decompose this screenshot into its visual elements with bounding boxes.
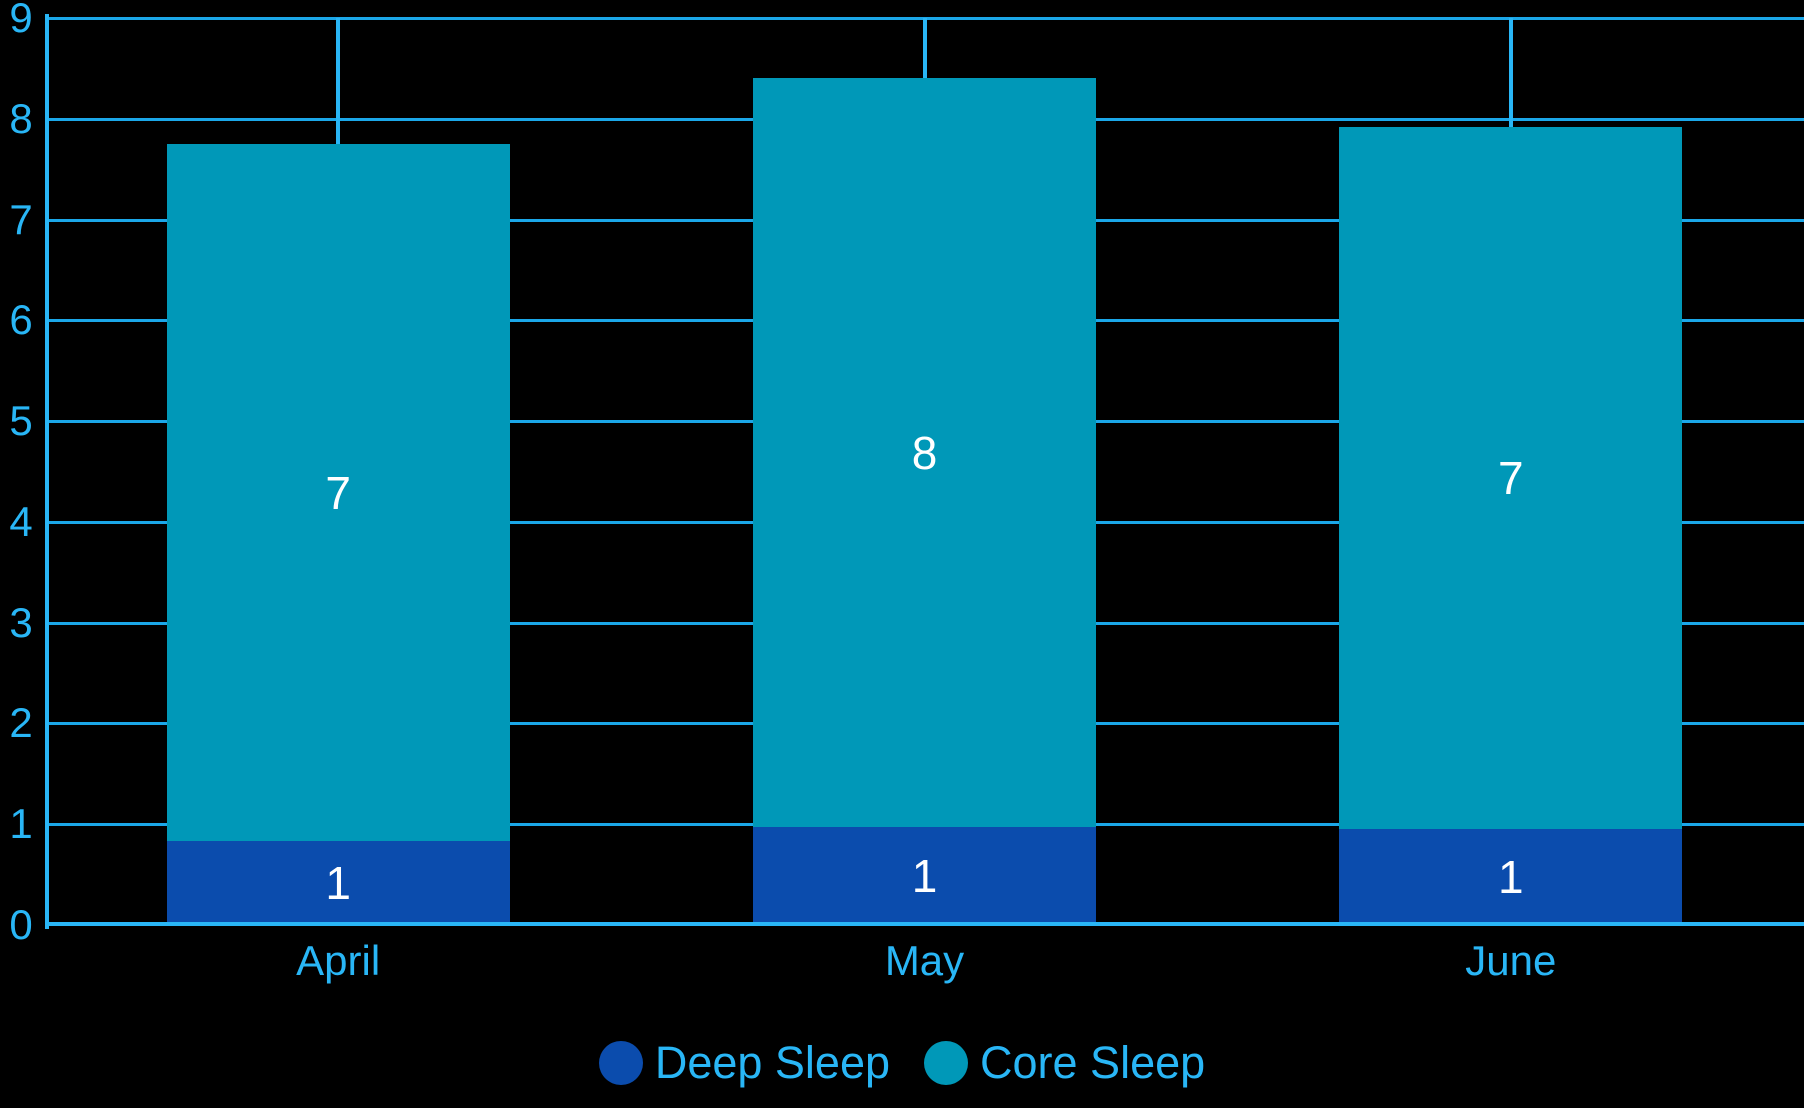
bar-value-label: 7 xyxy=(1498,452,1524,505)
legend-item-core-sleep[interactable]: Core Sleep xyxy=(924,1040,1205,1085)
bar-value-label: 8 xyxy=(911,426,938,479)
bar-value-label: 1 xyxy=(1498,851,1524,904)
y-axis-tick-label: 3 xyxy=(9,598,33,646)
y-axis-line xyxy=(45,14,49,929)
y-axis-tick-label: 8 xyxy=(9,94,33,142)
legend-swatch-circle-icon xyxy=(924,1040,969,1085)
legend-item-deep-sleep[interactable]: Deep Sleep xyxy=(598,1037,891,1088)
bar-segment-deep-sleep-june[interactable]: 1 xyxy=(1339,829,1683,925)
bar-value-label: 1 xyxy=(911,850,938,903)
y-axis-tick-label: 0 xyxy=(9,901,33,948)
bar-segment-core-sleep-april[interactable]: 7 xyxy=(166,143,510,842)
y-axis-tick-label: 5 xyxy=(9,397,33,445)
y-axis-tick-label: 9 xyxy=(9,0,33,41)
x-axis-line xyxy=(45,922,1804,926)
bar-segment-deep-sleep-may[interactable]: 1 xyxy=(752,827,1096,925)
y-axis-tick-label: 1 xyxy=(9,800,33,848)
y-axis-tick-label: 7 xyxy=(9,195,33,243)
x-axis-label-may: May xyxy=(884,937,965,984)
chart-legend: Deep Sleep Core Sleep xyxy=(0,1040,1804,1085)
bar-value-label: 7 xyxy=(325,466,351,519)
bar-value-label: 1 xyxy=(325,857,351,910)
legend-label: Core Sleep xyxy=(980,1037,1206,1088)
y-axis-tick-label: 2 xyxy=(9,699,33,747)
x-axis-label-june: June xyxy=(1465,937,1557,984)
legend-swatch-circle-icon xyxy=(598,1040,643,1085)
x-axis-label-april: April xyxy=(296,937,381,984)
legend-label: Deep Sleep xyxy=(654,1037,891,1088)
bar-segment-deep-sleep-april[interactable]: 1 xyxy=(166,841,510,925)
y-axis-tick-label: 6 xyxy=(9,296,33,344)
y-axis-tick-label: 4 xyxy=(9,497,33,545)
bar-segment-core-sleep-may[interactable]: 8 xyxy=(752,78,1096,828)
bar-segment-core-sleep-june[interactable]: 7 xyxy=(1339,126,1683,830)
